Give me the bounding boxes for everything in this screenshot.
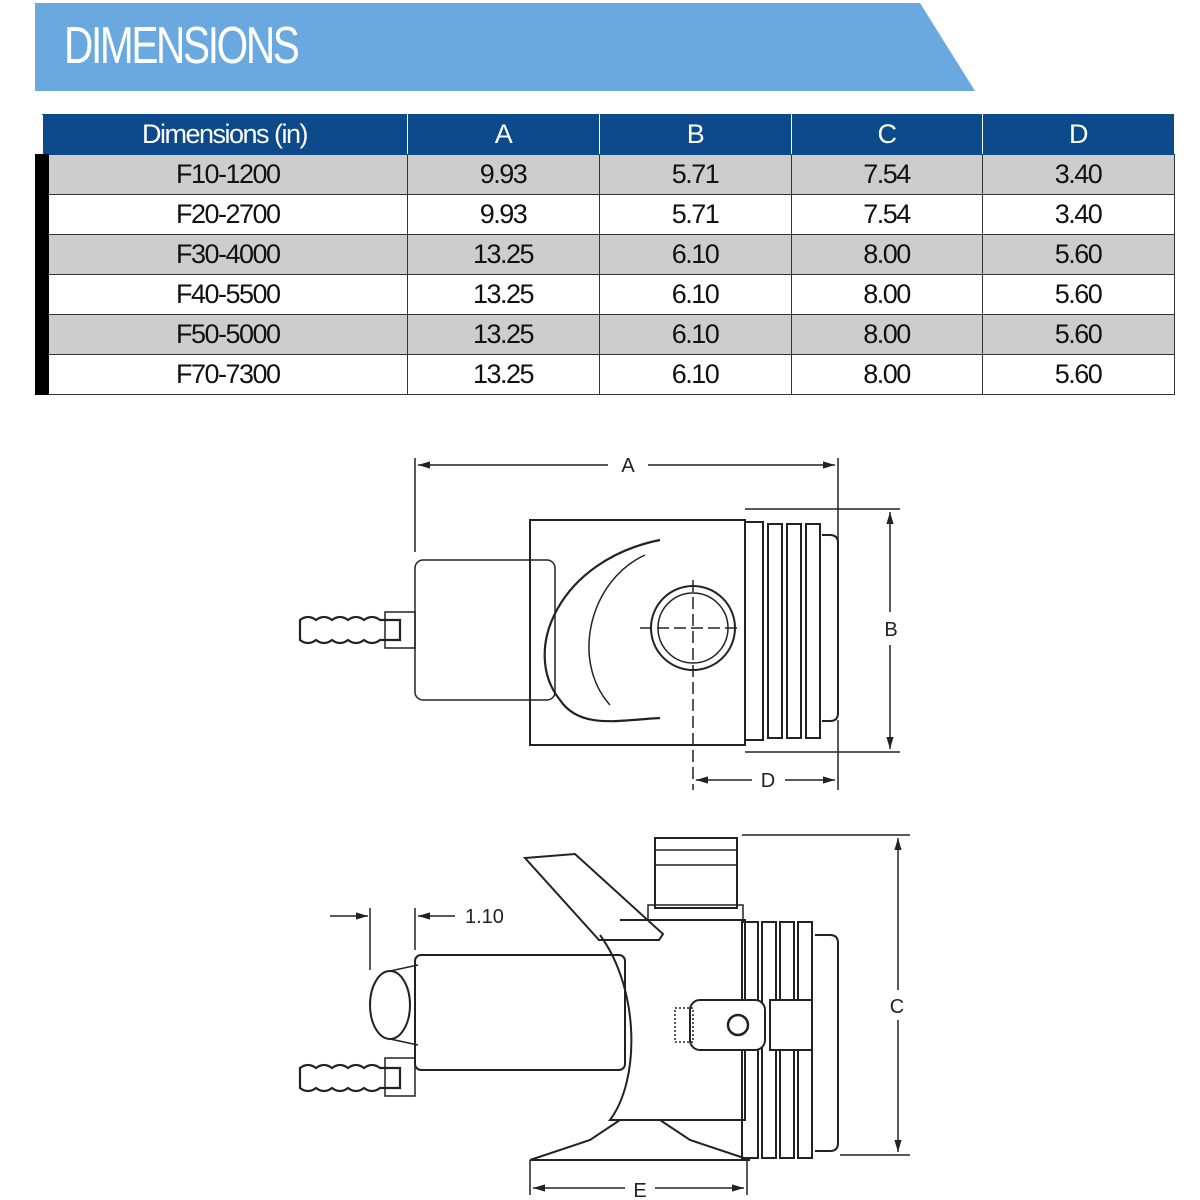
dimension-cell-a: 9.93	[406, 154, 600, 195]
model-cell: F50-5000	[35, 314, 408, 355]
dimension-label-b: B	[884, 619, 897, 641]
dimension-label-d: D	[761, 770, 775, 792]
dimension-cell-d: 5.60	[981, 274, 1175, 315]
dimension-cell-c: 7.54	[790, 154, 983, 195]
model-cell: F30-4000	[35, 234, 408, 275]
dimension-cell-c: 8.00	[790, 274, 983, 315]
column-header: Dimensions (in)	[41, 114, 408, 155]
model-cell: F20-2700	[35, 194, 408, 235]
column-header: C	[790, 114, 983, 155]
dimension-cell-b: 6.10	[598, 354, 792, 395]
dimension-cell-b: 6.10	[598, 234, 792, 275]
model-cell: F10-1200	[35, 154, 408, 195]
dimension-cell-d: 5.60	[981, 234, 1175, 275]
dimension-cell-d: 3.40	[981, 154, 1175, 195]
dimension-cell-c: 8.00	[790, 354, 983, 395]
dimension-cell-b: 5.71	[598, 194, 792, 235]
dimension-label-c: C	[890, 996, 904, 1018]
dimension-cell-b: 6.10	[598, 274, 792, 315]
column-header: A	[406, 114, 600, 155]
dimension-cell-b: 6.10	[598, 314, 792, 355]
column-header: D	[981, 114, 1175, 155]
pump-top-view	[298, 458, 900, 790]
dimension-cell-a: 13.25	[406, 314, 600, 355]
dimension-cell-a: 13.25	[406, 234, 600, 275]
dimension-label-e: E	[633, 1180, 646, 1200]
dimension-cell-d: 5.60	[981, 354, 1175, 395]
dimension-cell-a: 13.25	[406, 354, 600, 395]
dimension-cell-d: 5.60	[981, 314, 1175, 355]
column-header: B	[598, 114, 792, 155]
dimension-cell-d: 3.40	[981, 194, 1175, 235]
dimension-cell-c: 7.54	[790, 194, 983, 235]
section-banner	[35, 3, 975, 91]
dimension-label-a: A	[621, 455, 635, 477]
dimension-cell-c: 8.00	[790, 314, 983, 355]
table-header-row: Dimensions (in) A B C D	[41, 114, 1175, 155]
pump-side-view	[298, 834, 910, 1195]
section-title: DIMENSIONS	[64, 17, 300, 75]
dimension-label-offset: 1.10	[465, 906, 504, 928]
model-cell: F70-7300	[35, 354, 408, 395]
